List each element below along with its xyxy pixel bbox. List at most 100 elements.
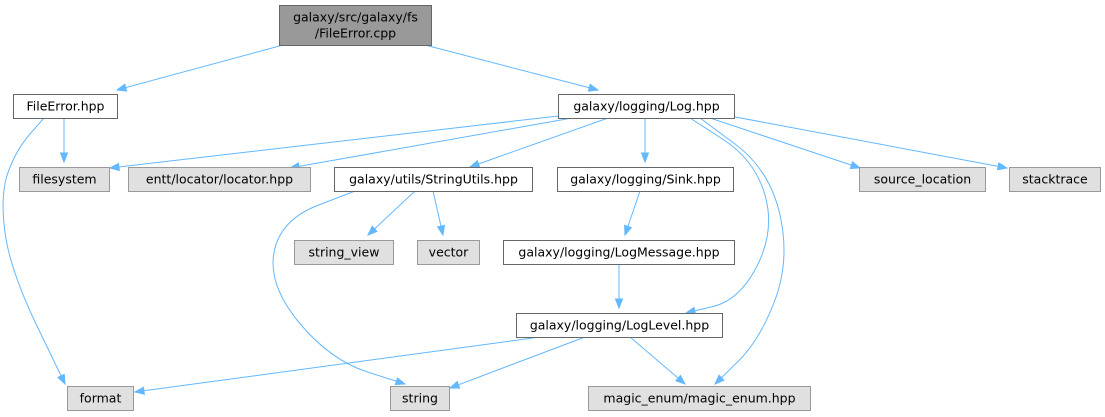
node-log-hpp[interactable]: galaxy/logging/Log.hpp [558, 94, 735, 119]
node-locator[interactable]: entt/locator/locator.hpp [128, 167, 311, 192]
edge-log_hpp-to-log_level [684, 117, 770, 315]
node-label: galaxy/utils/StringUtils.hpp [349, 172, 518, 187]
edge-arrowhead [394, 377, 407, 386]
edge-line [478, 117, 609, 165]
edge-arrowhead [849, 160, 862, 170]
node-stacktrace[interactable]: stacktrace [1009, 167, 1101, 192]
edge-arrowhead [614, 298, 624, 310]
edge-line [424, 44, 590, 89]
node-label: galaxy/src/galaxy/fs [293, 10, 418, 25]
edge-arrowhead [624, 224, 633, 237]
node-box [417, 240, 480, 265]
edge-line [689, 117, 770, 312]
edge-line [699, 117, 785, 379]
node-box [279, 5, 432, 46]
edge-log_hpp-to-stacktrace [729, 115, 1009, 171]
node-label: /FileError.cpp [315, 26, 396, 41]
node-string-view[interactable]: string_view [294, 240, 394, 265]
node-box [19, 167, 110, 192]
edge-file_error_hpp-to-format [2, 117, 66, 386]
node-box [1009, 167, 1101, 192]
node-label: string [402, 391, 438, 406]
node-filesystem[interactable]: filesystem [19, 167, 110, 192]
edge-log_hpp-to-source_location [709, 117, 862, 170]
edge-log_level-to-format [133, 336, 541, 395]
edge-log_level-to-magic_enum [629, 336, 687, 385]
node-label: entt/locator/locator.hpp [146, 172, 293, 187]
node-box [859, 167, 986, 192]
edge-arrowhead [448, 380, 461, 389]
node-box [503, 240, 735, 265]
node-format[interactable]: format [67, 386, 134, 411]
node-box [13, 94, 118, 119]
edge-arrowhead [57, 373, 66, 386]
edge-arrowhead [468, 159, 481, 168]
node-label: galaxy/logging/LogLevel.hpp [530, 318, 709, 333]
edge-line [709, 117, 852, 166]
edge-line [272, 190, 397, 382]
edge-line [432, 190, 442, 227]
node-string-utils[interactable]: galaxy/utils/StringUtils.hpp [334, 167, 533, 192]
node-label: magic_enum/magic_enum.hpp [603, 391, 795, 406]
edge-arrowhead [115, 83, 128, 92]
node-log-message[interactable]: galaxy/logging/LogMessage.hpp [503, 240, 735, 265]
node-label: FileError.hpp [26, 99, 104, 114]
edge-log_message-to-log_level [614, 264, 624, 310]
node-string[interactable]: string [390, 386, 450, 411]
edge-root-to-file_error_hpp [115, 44, 284, 92]
edge-line [298, 117, 573, 167]
edge-arrowhead [996, 162, 1009, 171]
node-box [128, 167, 311, 192]
edge-arrowhead [587, 83, 600, 92]
node-box [557, 167, 734, 192]
node-label: galaxy/logging/Sink.hpp [570, 172, 721, 187]
node-box [516, 313, 723, 338]
edge-arrowhead [640, 152, 650, 164]
edge-arrowhead [108, 162, 120, 172]
edges-layer [2, 44, 1009, 395]
edge-line [118, 115, 559, 168]
node-log-level[interactable]: galaxy/logging/LogLevel.hpp [516, 313, 723, 338]
nodes-layer: galaxy/src/galaxy/fs/FileError.cppFileEr… [13, 5, 1101, 411]
edge-line [125, 44, 284, 89]
node-source-location[interactable]: source_location [859, 167, 986, 192]
node-label: string_view [309, 245, 380, 260]
node-sink[interactable]: galaxy/logging/Sink.hpp [557, 167, 734, 192]
edge-sink-to-log_message [624, 190, 641, 237]
edge-arrowhead [436, 224, 446, 237]
node-root[interactable]: galaxy/src/galaxy/fs/FileError.cpp [279, 5, 432, 46]
edge-string_utils-to-string_view [366, 190, 416, 236]
edge-arrowhead [675, 374, 687, 385]
node-label: galaxy/logging/Log.hpp [573, 99, 719, 114]
node-label: source_location [874, 172, 971, 187]
edge-string_utils-to-string [272, 190, 407, 386]
node-magic-enum[interactable]: magic_enum/magic_enum.hpp [588, 386, 811, 411]
edge-string_utils-to-vector [432, 190, 446, 237]
node-box [294, 240, 394, 265]
edge-log_hpp-to-sink [640, 118, 650, 164]
edge-log_hpp-to-magic_enum [699, 117, 785, 385]
edge-line [374, 190, 416, 230]
node-vector[interactable]: vector [417, 240, 480, 265]
edge-log_hpp-to-filesystem [108, 115, 559, 172]
node-label: format [80, 391, 122, 406]
node-file-error-hpp[interactable]: FileError.hpp [13, 94, 118, 119]
edge-line [458, 336, 586, 386]
edge-file_error_hpp-to-filesystem [59, 118, 69, 164]
edge-log_level-to-string [448, 336, 586, 389]
edge-arrowhead [59, 152, 69, 164]
node-box [334, 167, 533, 192]
node-label: stacktrace [1022, 172, 1088, 187]
edge-log_hpp-to-string_utils [468, 117, 609, 168]
node-label: filesystem [32, 172, 96, 187]
edge-line [629, 336, 679, 379]
edge-log_hpp-to-locator [288, 117, 573, 171]
node-label: galaxy/logging/LogMessage.hpp [518, 245, 719, 260]
edge-arrowhead [133, 386, 145, 395]
edge-line [627, 190, 641, 227]
node-label: vector [429, 245, 470, 260]
edge-line [2, 117, 62, 377]
node-box [558, 94, 735, 119]
edge-root-to-log_hpp [424, 44, 600, 92]
